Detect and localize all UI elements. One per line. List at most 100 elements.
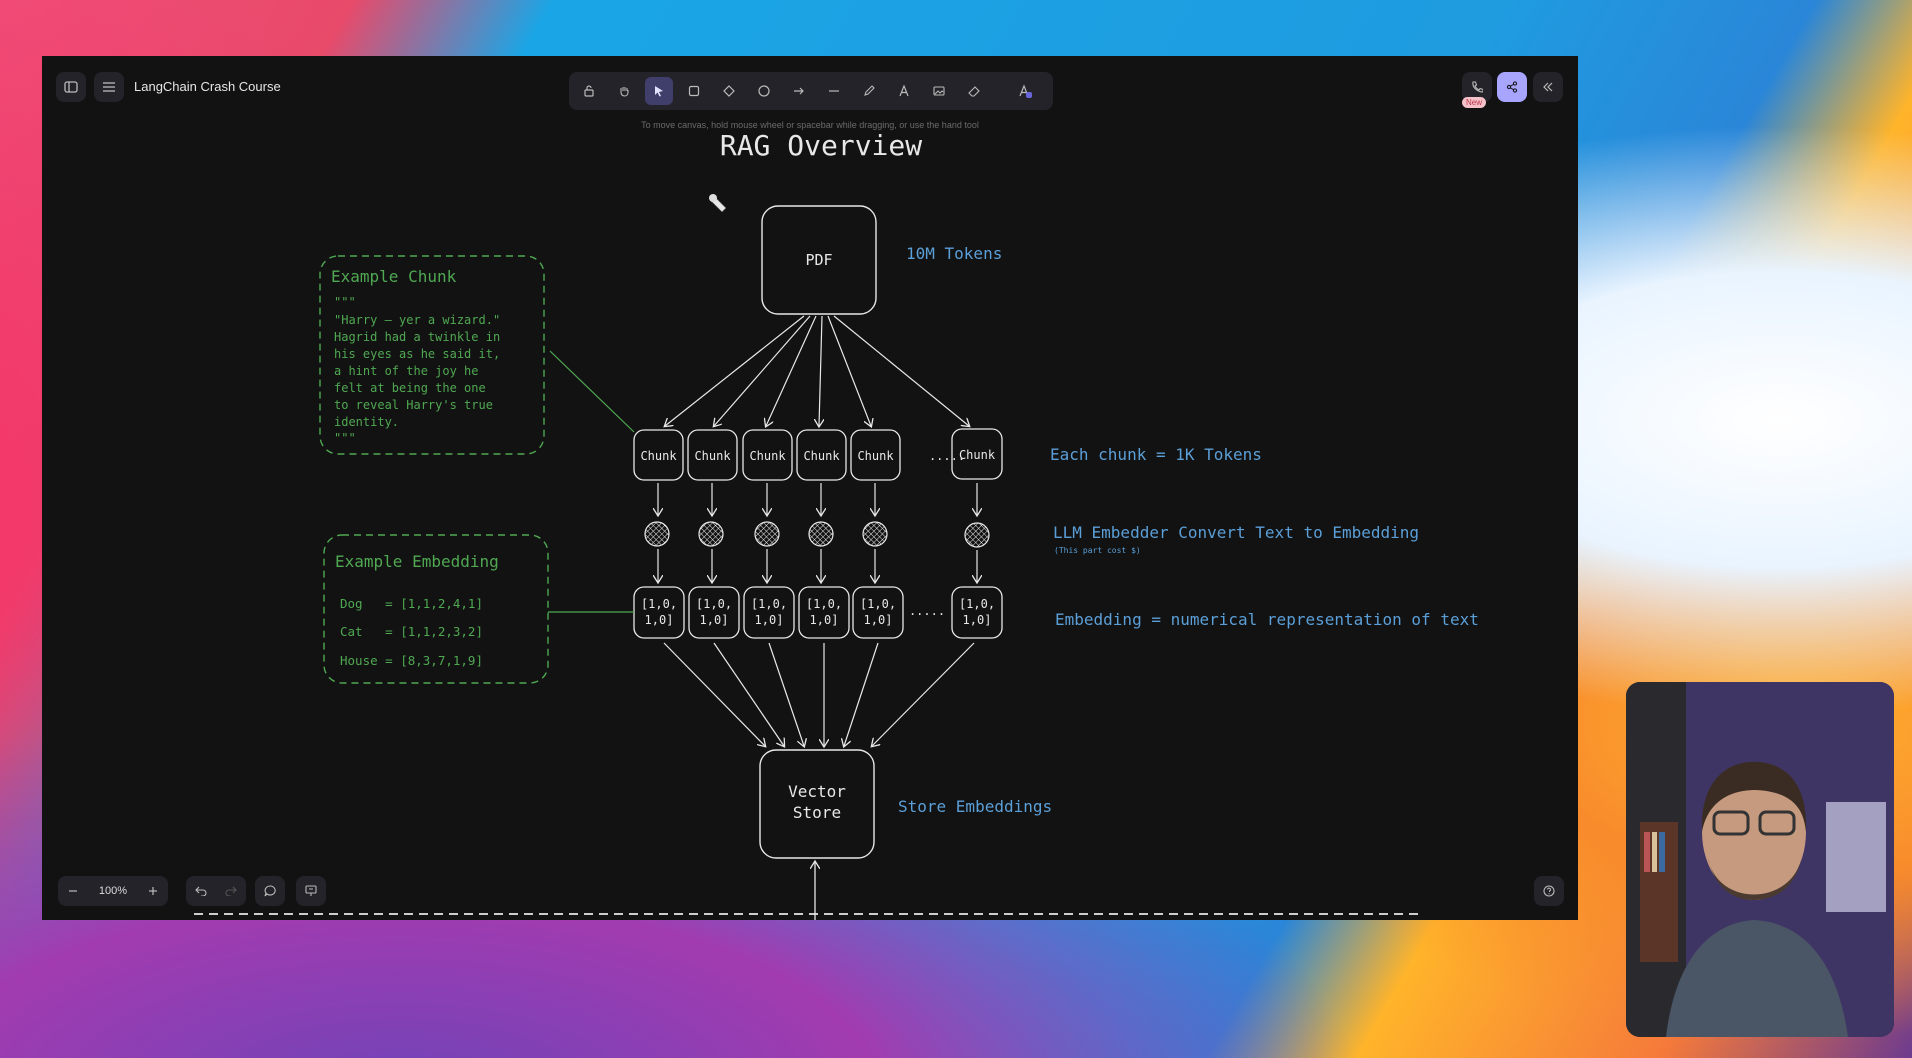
vector-store-node[interactable]: Vector Store <box>759 749 875 859</box>
embedder-node[interactable] <box>862 521 888 547</box>
present-button[interactable] <box>296 876 326 906</box>
chunk-node[interactable]: Chunk <box>742 429 793 481</box>
example-chunk-line: his eyes as he said it, <box>334 347 500 361</box>
chunk-label: Chunk <box>640 449 677 463</box>
collapse-panel-button[interactable] <box>1533 72 1563 102</box>
embedding-value-line: [1,0, <box>751 597 787 611</box>
embedding-node[interactable]: [1,0, 1,0] <box>743 586 795 639</box>
embedding-to-vector-arrows <box>663 642 975 746</box>
pdf-node[interactable]: PDF <box>761 205 877 315</box>
example-chunk-line: felt at being the one <box>334 381 486 395</box>
minus-icon <box>69 890 77 892</box>
embedding-node[interactable]: [1,0, 1,0] <box>852 586 904 639</box>
image-tool[interactable] <box>925 77 953 105</box>
embedding-value-line: 1,0] <box>864 613 893 627</box>
line-icon <box>829 90 839 92</box>
new-badge: New <box>1462 97 1487 108</box>
help-button[interactable] <box>1534 876 1564 906</box>
example-chunk-card[interactable]: Example Chunk """ "Harry — yer a wizard.… <box>319 255 545 455</box>
embedder-node[interactable] <box>808 521 834 547</box>
undo-button[interactable] <box>186 876 216 906</box>
chunk-node[interactable]: Chunk <box>633 429 684 481</box>
example-chunk-connector <box>549 350 635 433</box>
chunk-node[interactable]: Chunk <box>687 429 738 481</box>
selection-tool[interactable] <box>645 77 673 105</box>
chunk-node[interactable]: Chunk <box>796 429 847 481</box>
example-embedding-row: Cat = [1,1,2,3,2] <box>340 624 483 639</box>
double-chevron-left-icon <box>1543 82 1553 92</box>
chunk-size-note[interactable]: Each chunk = 1K Tokens <box>1050 445 1262 464</box>
embedding-definition-note[interactable]: Embedding = numerical representation of … <box>1055 610 1479 629</box>
phone-icon <box>1472 81 1483 93</box>
pdf-to-chunk-arrows <box>665 315 969 426</box>
chunk-to-embedder-arrows <box>658 483 977 515</box>
zoom-in-button[interactable] <box>138 876 168 906</box>
main-menu-button[interactable] <box>94 72 124 102</box>
example-embedding-title: Example Embedding <box>335 552 499 571</box>
embedding-value-line: 1,0] <box>810 613 839 627</box>
embedder-node[interactable] <box>964 522 990 548</box>
lock-tool[interactable] <box>575 77 603 105</box>
embedding-node[interactable]: [1,0, 1,0] <box>688 586 740 639</box>
embedder-cost-note[interactable]: (This part cost $) <box>1054 546 1141 555</box>
diagram-title[interactable]: RAG Overview <box>720 129 922 162</box>
pdf-tokens-note[interactable]: 10M Tokens <box>906 244 1002 263</box>
embedder-to-embedding-arrows <box>658 549 977 582</box>
embedding-value-line: 1,0] <box>645 613 674 627</box>
store-embeddings-note[interactable]: Store Embeddings <box>898 797 1052 816</box>
eraser-tool[interactable] <box>960 77 988 105</box>
pencil-icon <box>864 85 875 96</box>
example-embedding-row: Dog = [1,1,2,4,1] <box>340 596 483 611</box>
shapes-library-tool[interactable] <box>1011 77 1039 105</box>
pencil-tool[interactable] <box>855 77 883 105</box>
chunk-node[interactable]: Chunk <box>951 428 1003 480</box>
sidebar-toggle-button[interactable] <box>56 72 86 102</box>
pen-cursor-icon <box>709 194 727 213</box>
ellipse-tool[interactable] <box>750 77 778 105</box>
embedding-node[interactable]: [1,0, 1,0] <box>798 586 850 639</box>
selection-icon <box>655 86 663 97</box>
embedding-node[interactable]: [1,0, 1,0] <box>951 586 1003 639</box>
history-controls <box>186 876 246 906</box>
shapes-library-icon <box>1019 84 1032 98</box>
embedder-node[interactable] <box>698 521 724 547</box>
zoom-level[interactable]: 100% <box>98 885 128 897</box>
sidebar-icon <box>64 81 78 93</box>
chunk-node[interactable]: Chunk <box>850 429 901 481</box>
example-chunk-line: identity. <box>334 415 399 429</box>
text-tool[interactable] <box>890 77 918 105</box>
embedder-node[interactable] <box>754 521 780 547</box>
pdf-label: PDF <box>805 251 832 269</box>
example-chunk-line: Hagrid had a twinkle in <box>334 330 500 344</box>
comments-button[interactable] <box>255 876 285 906</box>
chunk-label: Chunk <box>959 448 996 462</box>
menu-icon <box>103 82 115 92</box>
embedding-node[interactable]: [1,0, 1,0] <box>633 586 685 639</box>
redo-button[interactable] <box>216 876 246 906</box>
hand-tool[interactable] <box>610 77 638 105</box>
embedding-value-line: [1,0, <box>696 597 732 611</box>
chunk-label: Chunk <box>803 449 840 463</box>
diagram-canvas: RAG Overview PDF 10M Tokens Chunk <box>194 129 1479 920</box>
presenter-video-frame <box>1626 682 1894 1037</box>
arrow-tool[interactable] <box>785 77 813 105</box>
eraser-icon <box>968 86 980 97</box>
example-embedding-card[interactable]: Example Embedding Dog = [1,1,2,4,1] Cat … <box>323 534 549 684</box>
embedding-value-line: 1,0] <box>755 613 784 627</box>
example-chunk-line: """ <box>334 295 356 309</box>
example-chunk-line: """ <box>334 431 356 445</box>
line-tool[interactable] <box>820 77 848 105</box>
embedder-note[interactable]: LLM Embedder Convert Text to Embedding <box>1053 523 1419 542</box>
chunk-label: Chunk <box>749 449 786 463</box>
share-button[interactable] <box>1497 72 1527 102</box>
diamond-tool[interactable] <box>715 77 743 105</box>
embedder-node[interactable] <box>644 521 670 547</box>
embedding-value-line: [1,0, <box>641 597 677 611</box>
plus-icon <box>149 887 157 895</box>
share-icon <box>1506 81 1518 93</box>
embedding-value-line: 1,0] <box>963 613 992 627</box>
hand-icon <box>620 87 629 97</box>
ellipse-icon <box>758 85 770 97</box>
rectangle-tool[interactable] <box>680 77 708 105</box>
zoom-out-button[interactable] <box>58 876 88 906</box>
